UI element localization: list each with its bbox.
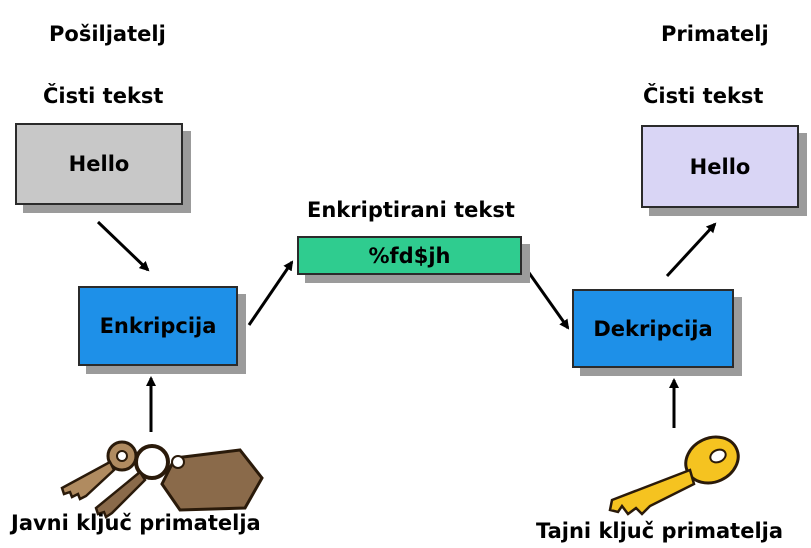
- receiver-plaintext-box: Hello: [641, 125, 799, 208]
- arrow-encryption-to-ciphertext: [247, 260, 294, 326]
- sender-plaintext-label: Čisti tekst: [43, 84, 164, 108]
- receiver-plaintext-label: Čisti tekst: [643, 84, 764, 108]
- encryption-label: Enkripcija: [99, 314, 217, 338]
- keyring-icon: [60, 440, 264, 519]
- key-icon: [608, 435, 740, 516]
- ciphertext-label: Enkriptirani tekst: [307, 198, 515, 222]
- sender-plaintext-box: Hello: [15, 123, 183, 205]
- receiver-plaintext-value: Hello: [689, 154, 751, 179]
- private-key-label: Tajni ključ primatelja: [536, 519, 784, 543]
- encryption-box: Enkripcija: [78, 286, 238, 366]
- sender-title: Pošiljatelj: [49, 22, 166, 46]
- arrow-plaintext-to-encryption: [96, 220, 150, 272]
- sender-plaintext-value: Hello: [68, 152, 130, 176]
- ciphertext-value: %fd$jh: [368, 243, 451, 268]
- decryption-label: Dekripcija: [593, 316, 713, 341]
- arrow-decryption-to-plaintext: [665, 222, 717, 278]
- ciphertext-box: %fd$jh: [297, 236, 522, 275]
- receiver-title: Primatelj: [661, 22, 769, 46]
- public-key-label: Javni ključ primatelja: [11, 511, 261, 535]
- arrow-ciphertext-to-decryption: [525, 269, 570, 330]
- decryption-box: Dekripcija: [572, 289, 734, 368]
